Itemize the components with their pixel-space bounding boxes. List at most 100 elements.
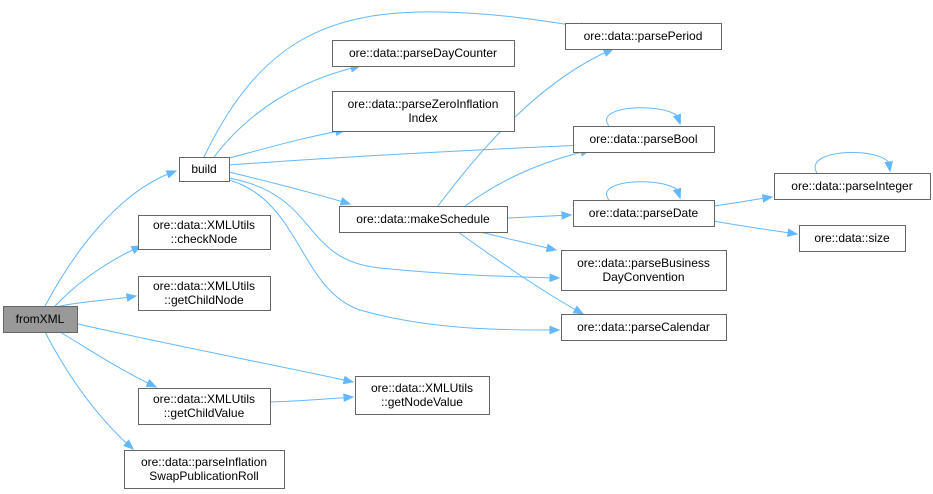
node-box[interactable] [561,314,727,341]
edge-parse-date-to-size [713,220,799,237]
node-build[interactable]: build [179,157,230,182]
node-label: ::getNodeValue [381,395,463,409]
edge-line [606,107,681,127]
node-parse-day-counter[interactable]: ore::data::parseDayCounter [332,40,515,67]
node-parse-bool[interactable]: ore::data::parseBool [573,126,715,153]
node-box[interactable] [3,306,78,333]
arrowhead [672,113,682,126]
node-box[interactable] [138,215,271,250]
edge-line [457,231,584,315]
node-box[interactable] [332,91,515,132]
node-box[interactable] [561,250,727,291]
edge-line [713,220,798,235]
node-label: ore::data::XMLUtils [153,392,255,406]
node-parse-calendar[interactable]: ore::data::parseCalendar [561,314,727,341]
arrowhead [602,48,615,57]
arrowhead [884,160,894,173]
edge-build-to-parse-business-day-convention [228,177,561,283]
node-box[interactable] [124,450,285,489]
edge-parse-date-to-parse-integer [713,194,774,207]
edge-build-to-make-schedule [228,171,352,206]
arrowhead [549,273,561,283]
edge-line [203,11,591,158]
node-parse-date[interactable]: ore::data::parseDate [573,200,715,227]
node-box[interactable] [573,200,715,227]
edge-line [228,179,560,331]
node-box[interactable] [774,173,931,200]
node-label: ore::data::parseZeroInflation [348,97,499,111]
edge-parse-bool-to-parse-bool [606,107,682,127]
node-box[interactable] [339,206,508,233]
edge-line [228,171,351,205]
node-make-schedule[interactable]: ore::data::makeSchedule [339,206,508,233]
node-box[interactable] [565,23,722,50]
node-label: SwapPublicationRoll [149,469,258,483]
arrowhead [145,378,158,388]
node-parse-period[interactable]: ore::data::parsePeriod [565,23,722,50]
edge-from-xml-to-get-child-node [59,293,138,307]
arrowhead [572,305,585,315]
node-check-node[interactable]: ore::data::XMLUtils::checkNode [138,215,271,250]
edge-line [54,245,142,307]
node-parse-integer[interactable]: ore::data::parseInteger [774,173,931,200]
edge-from-xml-to-build [44,170,178,307]
node-box[interactable] [355,376,490,415]
edge-from-xml-to-parse-inflation-swap-publication-roll [44,331,134,450]
arrowhead [123,439,134,450]
edge-build-to-parse-bool [228,141,587,166]
node-label: ore::data::XMLUtils [153,218,255,232]
arrowhead [342,375,355,385]
arrowhead [761,194,774,203]
node-label: ore::data::parseInteger [791,179,912,193]
edge-build-to-parse-zero-inflation-index [221,127,347,161]
node-label: ore::data::XMLUtils [153,279,255,293]
node-from-xml[interactable]: fromXML [3,306,78,333]
arrowhead [125,293,138,302]
edge-line [464,149,591,207]
node-label: ore::data::parseInflation [141,455,267,469]
edge-line [44,331,134,450]
arrowhead [339,197,352,206]
node-get-node-value[interactable]: ore::data::XMLUtils::getNodeValue [355,376,490,415]
node-label: ore::data::parsePeriod [584,29,703,43]
edge-line [59,331,157,388]
edge-line [44,170,177,307]
edge-line [77,323,354,383]
arrowhead [672,187,682,200]
node-box[interactable] [799,225,906,252]
edge-make-schedule-to-parse-bool [464,148,592,207]
edge-parse-integer-to-parse-integer [814,152,894,174]
node-box[interactable] [138,276,271,311]
node-label: ore::data::XMLUtils [371,381,473,395]
node-box[interactable] [138,388,271,425]
edge-line [213,65,361,158]
node-box[interactable] [179,157,230,182]
node-label: build [191,162,216,176]
node-label: DayConvention [602,270,684,284]
arrowhead [545,243,558,253]
node-box[interactable] [332,40,515,67]
edge-line [479,231,557,251]
node-label: ore::data::size [814,231,890,245]
node-label: ore::data::parseCalendar [577,320,710,334]
edge-make-schedule-to-parse-business-day-convention [479,231,558,253]
node-get-child-node[interactable]: ore::data::XMLUtils::getChildNode [138,276,271,311]
node-get-child-value[interactable]: ore::data::XMLUtils::getChildValue [138,388,271,425]
nodes-layer: fromXML buildore::data::XMLUtils::checkNo… [3,23,931,489]
arrowhead [786,228,799,237]
node-label: ore::data::parseDate [589,206,699,220]
node-size[interactable]: ore::data::size [799,225,906,252]
edge-build-to-parse-period [203,11,592,158]
edge-line [228,177,560,279]
edge-line [814,152,891,174]
edge-line [228,144,586,166]
node-label: ore::data::parseBusiness [577,256,710,270]
edge-line [221,129,346,161]
node-label: ore::data::parseBool [589,132,697,146]
node-box[interactable] [573,126,715,153]
node-parse-inflation-swap-publication-roll[interactable]: ore::data::parseInflationSwapPublication… [124,450,285,489]
edge-parse-date-to-parse-date [606,181,682,201]
